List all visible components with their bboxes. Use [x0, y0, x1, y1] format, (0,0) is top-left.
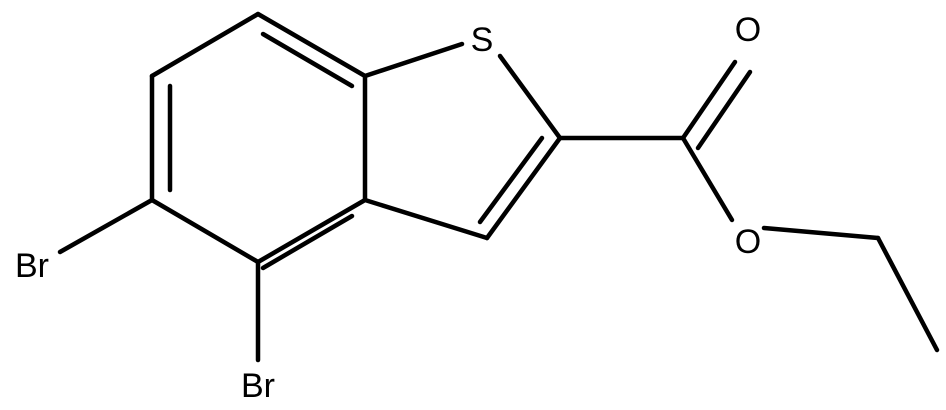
bond-carbonyl-o-1: [680, 59, 738, 141]
bond-c2-c3-inner: [477, 135, 545, 225]
ester-oxygen-label: O: [735, 223, 761, 261]
bond-carbonyl-oester: [680, 135, 735, 223]
ester-group: [557, 59, 940, 353]
bromine-4-label: Br: [241, 367, 275, 405]
bond-oester-ch2: [761, 225, 881, 241]
bond-c3a-c4-inner: [260, 213, 355, 271]
sulfur-atom-label: S: [471, 21, 494, 59]
bromine-5-label: Br: [15, 247, 49, 285]
bond-ch2-ch3: [875, 235, 940, 353]
bond-c6-c7: [149, 11, 261, 79]
atom-labels: S O O Br Br: [15, 11, 761, 405]
bond-c4-c5: [149, 197, 261, 265]
bond-c7-c7a: [255, 11, 368, 79]
bond-c7a-s: [362, 41, 465, 79]
bond-c5-br: [57, 197, 155, 255]
benzene-ring: [149, 11, 368, 271]
bond-c7-c7a-inner: [260, 31, 355, 89]
bond-carbonyl-o-2: [695, 69, 753, 151]
bond-c2-c3: [484, 135, 563, 241]
bond-s-c2: [497, 53, 563, 141]
carbonyl-oxygen-label: O: [735, 11, 761, 49]
thiophene-ring: [362, 41, 563, 241]
bond-c3a-c4: [255, 197, 368, 265]
bond-c3-c3a: [362, 197, 490, 241]
bromine-bonds: [57, 197, 261, 363]
